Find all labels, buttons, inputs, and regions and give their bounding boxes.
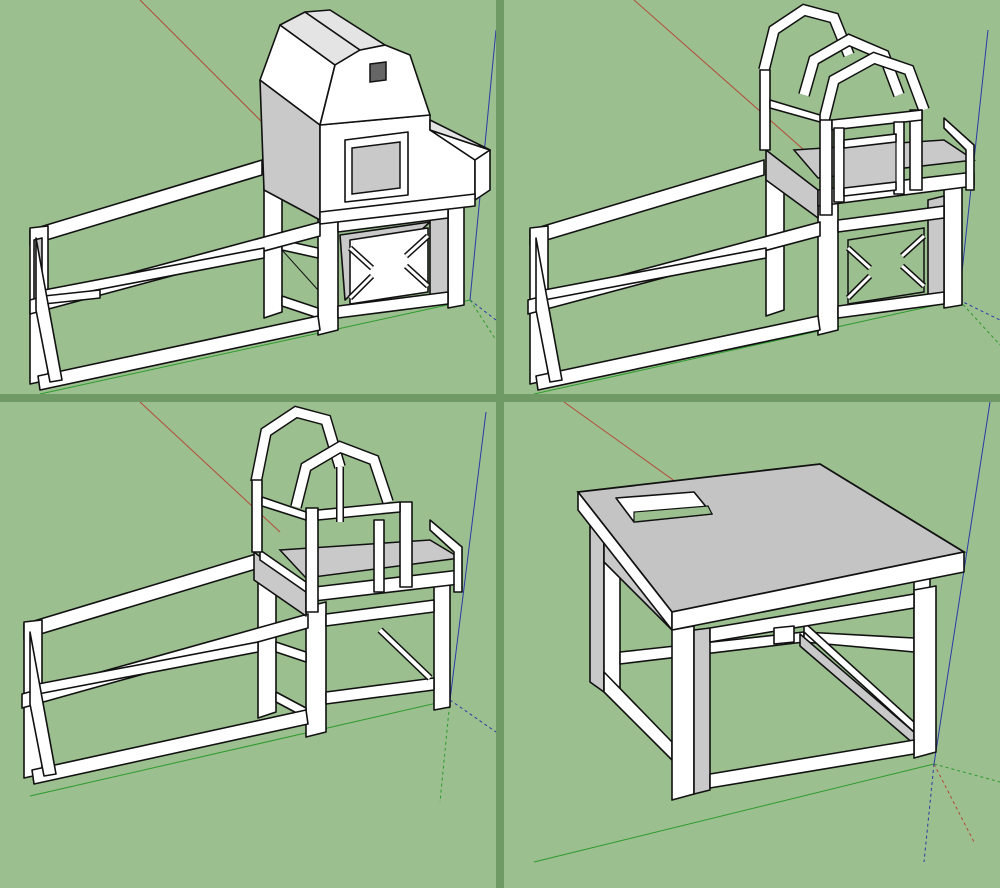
run-frame	[29, 159, 321, 391]
base-frame	[257, 567, 451, 738]
roof-trusses	[250, 405, 413, 613]
green-axis	[533, 763, 935, 863]
view-background	[504, 0, 1000, 394]
frame-no-ramp-view[interactable]	[0, 402, 496, 888]
blue-axis	[933, 402, 991, 765]
green-axis	[39, 299, 471, 394]
base-platform-view[interactable]	[504, 402, 1000, 888]
green-axis	[29, 699, 451, 797]
finished-coop-view[interactable]	[0, 0, 496, 394]
platform-frame	[589, 521, 937, 801]
platform-top	[576, 463, 967, 631]
finished-coop-drawing	[0, 0, 496, 394]
roof-frame-view[interactable]	[504, 0, 1000, 394]
red-axis	[633, 0, 805, 151]
base-frame	[765, 165, 963, 336]
run-frame	[527, 159, 821, 391]
roof-trusses	[758, 3, 930, 216]
frame-drawing	[0, 402, 496, 888]
coop-house	[259, 9, 491, 225]
blue-axis	[449, 411, 487, 701]
run-frame	[21, 553, 309, 785]
roof-frame-drawing	[504, 0, 1000, 394]
green-axis	[533, 299, 960, 394]
platform-drawing	[504, 402, 1000, 888]
